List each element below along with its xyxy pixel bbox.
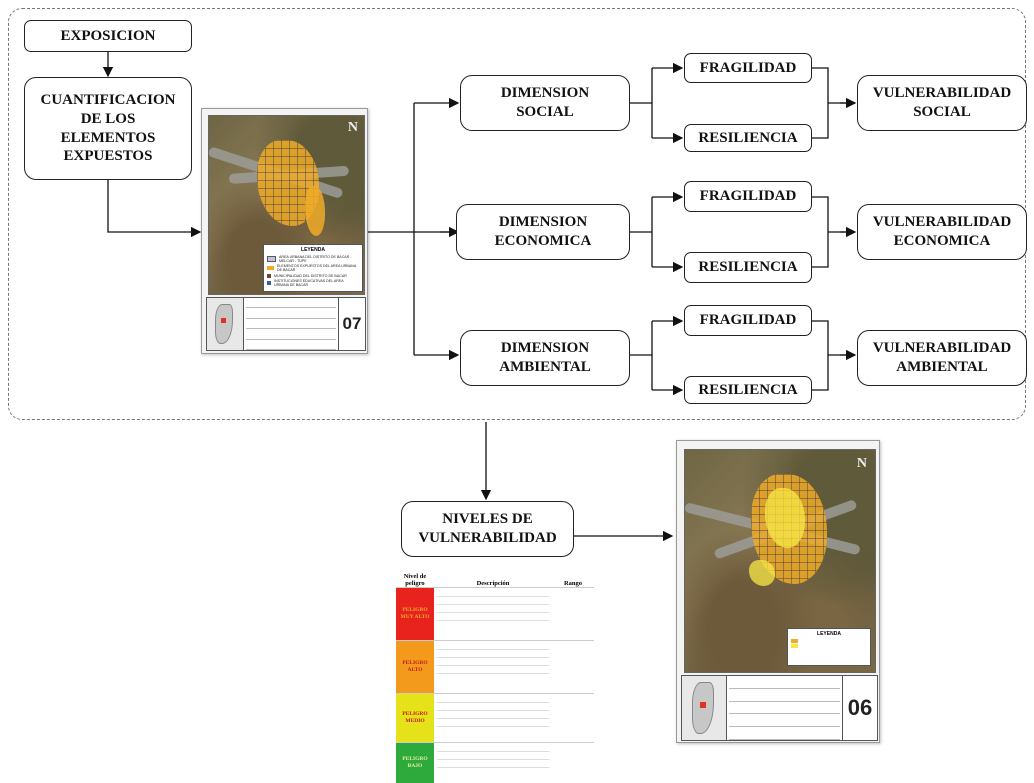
table-row: PELIGRO BAJO: [396, 742, 594, 783]
peru-location-map: [692, 682, 714, 734]
legend-item: AREA URBANA DEL DISTRITO DE BACAR - MELC…: [279, 254, 352, 263]
legend-item: INSTITUCIONES EDUCATIVAS DEL AREA URBANA…: [274, 279, 344, 287]
map-legend: LEYENDA AREA URBANA DEL DISTRITO DE BACA…: [263, 244, 363, 292]
resiliencia-ambiental-box: RESILIENCIA: [684, 376, 812, 404]
fragilidad-ambiental-box: FRAGILIDAD: [684, 305, 812, 336]
table-row: PELIGRO MEDIO: [396, 693, 594, 742]
vulnerabilidad-economica-box: VULNERABILIDAD ECONOMICA: [857, 204, 1027, 260]
table-header: Nivel de peligro Descripción Rango: [403, 573, 583, 587]
table-row: PELIGRO MUY ALTO: [396, 587, 594, 640]
map-number: 07: [338, 298, 365, 350]
dimension-ambiental-box: DIMENSION AMBIENTAL: [460, 330, 630, 386]
map-title-block: 06: [681, 675, 878, 741]
exposicion-box: EXPOSICION: [24, 20, 192, 52]
arrow-cuantificacion-map: [107, 180, 202, 238]
table-row: PELIGRO ALTO: [396, 640, 594, 693]
north-arrow-icon: N: [347, 120, 358, 135]
level-cell: PELIGRO ALTO: [396, 641, 434, 693]
vulnerabilidad-ambiental-box: VULNERABILIDAD AMBIENTAL: [857, 330, 1027, 386]
resiliencia-social-box: RESILIENCIA: [684, 124, 812, 152]
fragilidad-economica-box: FRAGILIDAD: [684, 181, 812, 212]
vulnerabilidad-social-box: VULNERABILIDAD SOCIAL: [857, 75, 1027, 131]
legend-item: ELEMENTOS EXPUESTOS DEL AREA URBANA DE B…: [277, 264, 357, 272]
level-cell: PELIGRO MUY ALTO: [396, 588, 434, 640]
map-title-block: 07: [206, 297, 366, 351]
dimension-social-box: DIMENSION SOCIAL: [460, 75, 630, 131]
vulnerability-map-thumbnail: N LEYENDA 06: [676, 440, 880, 743]
resiliencia-economica-box: RESILIENCIA: [684, 252, 812, 283]
level-cell: PELIGRO BAJO: [396, 743, 434, 783]
map-number: 06: [842, 676, 877, 740]
level-cell: PELIGRO MEDIO: [396, 694, 434, 742]
legend-item: MUNICIPALIDAD DEL DISTRITO DE BACAR: [274, 273, 347, 278]
cuantificacion-box: CUANTIFICACION DE LOS ELEMENTOS EXPUESTO…: [24, 77, 192, 180]
exposure-map-thumbnail: N LEYENDA AREA URBANA DEL DISTRITO DE BA…: [201, 108, 368, 354]
satellite-map-image: N LEYENDA: [684, 449, 876, 673]
peligro-levels-table: Nivel de peligro Descripción Rango PELIG…: [396, 573, 594, 783]
fragilidad-social-box: FRAGILIDAD: [684, 53, 812, 83]
dimension-economica-box: DIMENSION ECONOMICA: [456, 204, 630, 260]
north-arrow-icon: N: [856, 456, 867, 471]
satellite-map-image: N LEYENDA AREA URBANA DEL DISTRITO DE BA…: [208, 115, 365, 295]
peru-location-map: [215, 304, 233, 344]
niveles-vulnerabilidad-box: NIVELES DE VULNERABILIDAD: [401, 501, 574, 557]
map-legend: LEYENDA: [787, 628, 871, 666]
